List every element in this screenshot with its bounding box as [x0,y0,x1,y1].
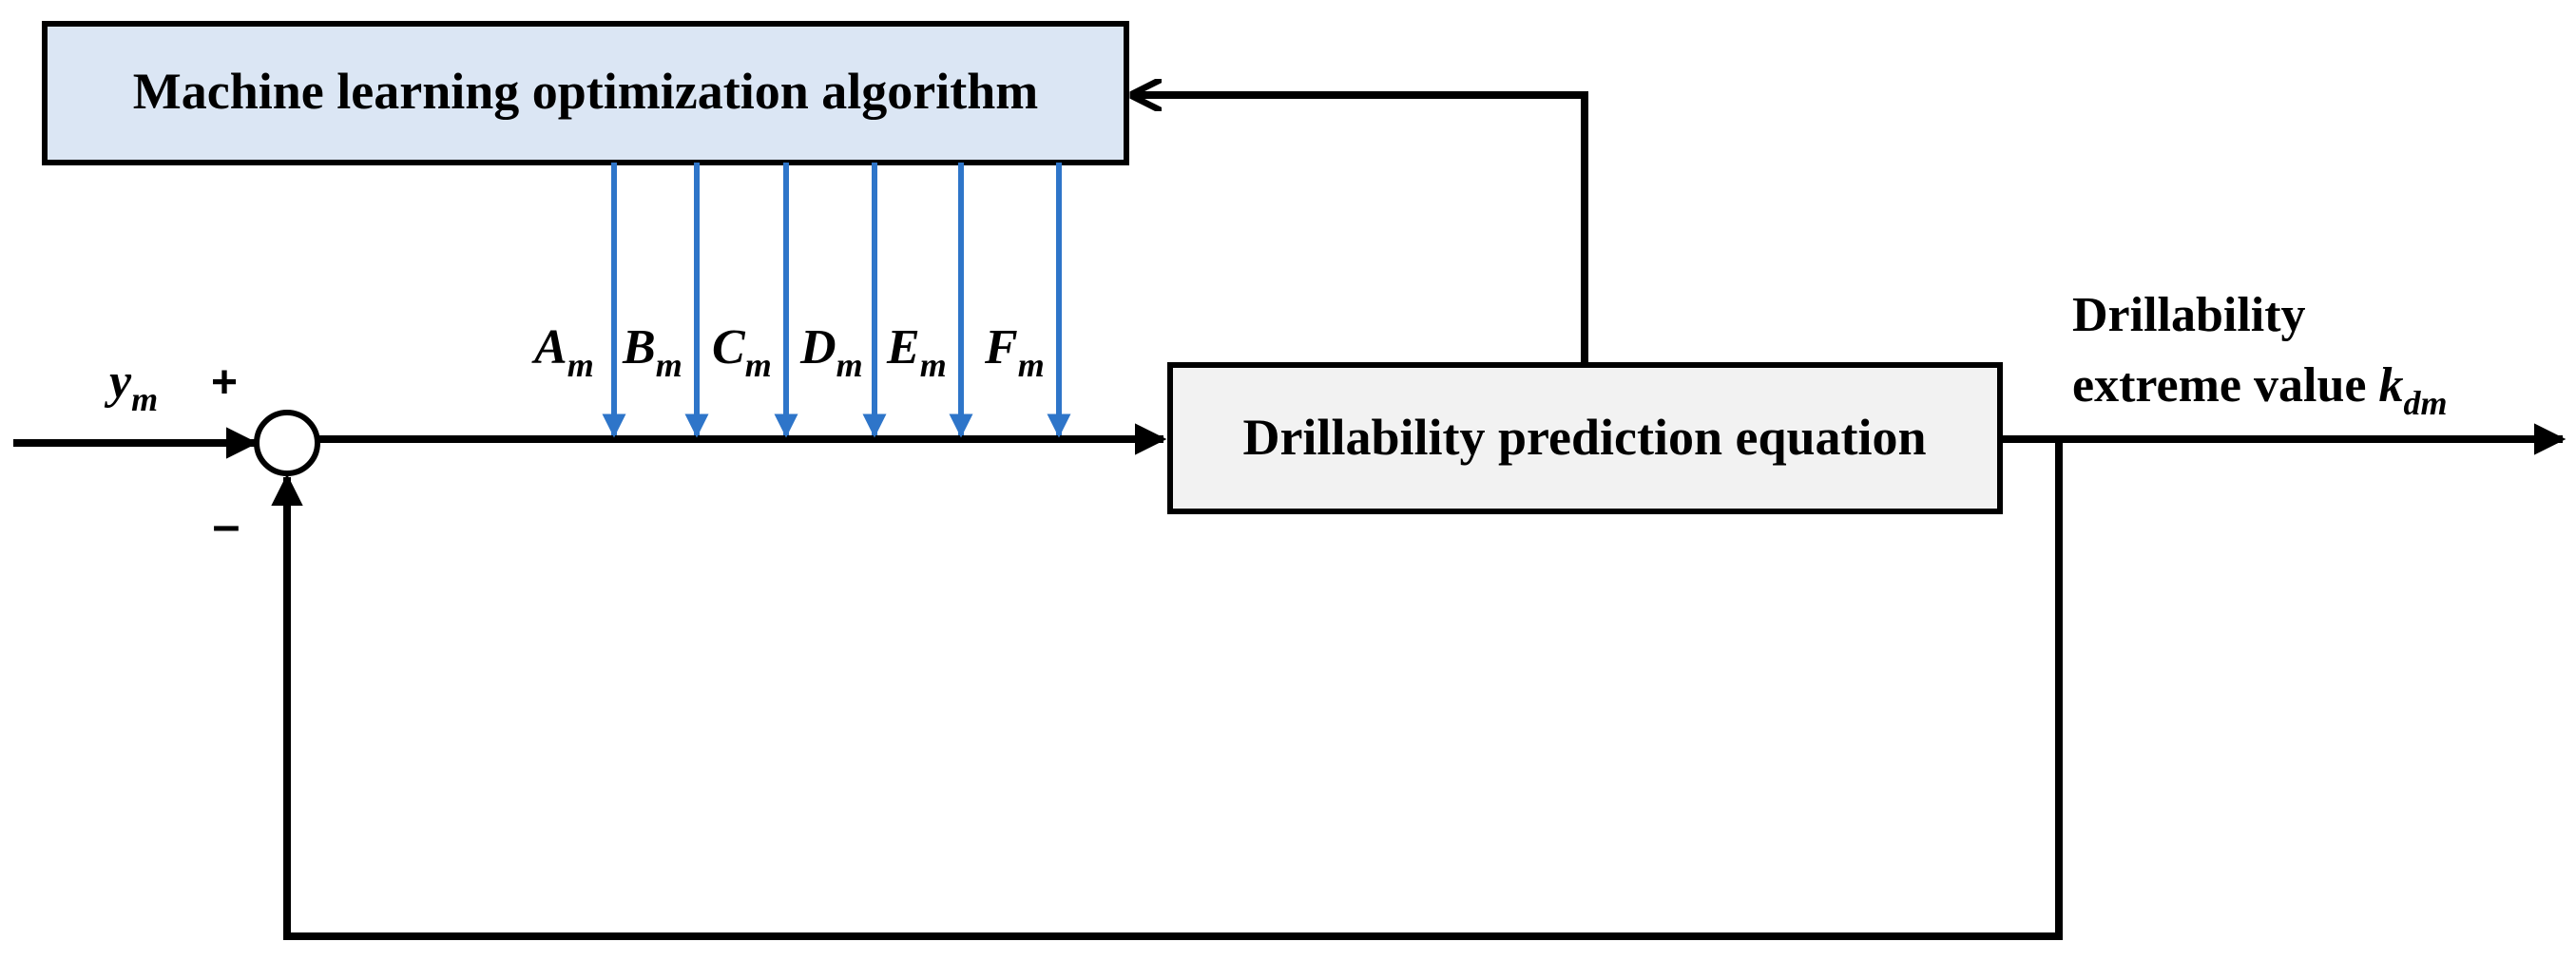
optimizer-feedback-wire [1133,95,1588,365]
minus-sign: – [213,498,240,553]
output-label-line2: extreme value kdm [2072,358,2447,422]
negative-feedback-wire [271,439,2063,940]
input-label: ym [104,355,158,418]
plus-sign: + [211,357,238,408]
parameter-label-e: Em [886,320,947,384]
output-label-line1: Drillability [2072,288,2306,342]
parameter-label-c: Cm [712,320,772,384]
prediction-box-label: Drillability prediction equation [1242,409,1926,466]
optimizer-box-label: Machine learning optimization algorithm [133,63,1038,120]
optimizer-box [42,21,1129,165]
parameter-labels: Am Bm Cm Dm Em Fm [531,320,1045,384]
parameter-label-b: Bm [622,320,682,384]
parameter-label-a: Am [531,320,594,384]
prediction-box [1167,362,2003,514]
summing-junction [254,410,320,476]
parameter-arrows [602,163,1071,438]
parameter-label-f: Fm [984,320,1045,384]
parameter-label-d: Dm [799,320,863,384]
